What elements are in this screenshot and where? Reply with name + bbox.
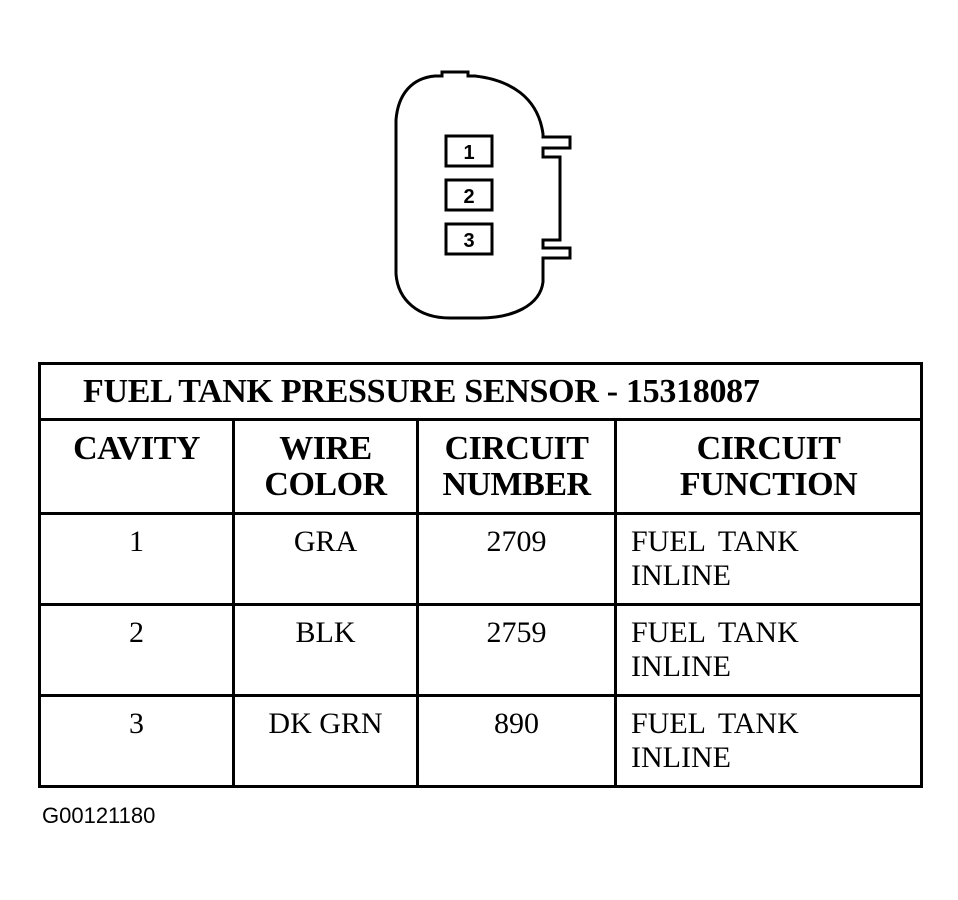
table-header-row: CAVITY WIRE COLOR CIRCUIT NUMBER CIRCUIT… bbox=[38, 418, 924, 515]
function-line-2: INLINE bbox=[631, 741, 731, 774]
figure-id: G00121180 bbox=[42, 803, 156, 828]
header-wire-color-line-1: WIRE bbox=[279, 430, 372, 467]
cell-wire-color: GRA bbox=[232, 512, 419, 606]
header-wire-color: WIRE COLOR bbox=[232, 418, 419, 515]
pin-cavity-3: 3 bbox=[444, 222, 494, 256]
header-circuit-function-line-2: FUNCTION bbox=[679, 466, 858, 503]
cell-circuit-function: FUEL TANK INLINE bbox=[613, 694, 924, 788]
cell-circuit-function: FUEL TANK INLINE bbox=[613, 603, 924, 697]
table-row: 3 DK GRN 890 FUEL TANK INLINE bbox=[38, 694, 924, 788]
cell-circuit-function: FUEL TANK INLINE bbox=[613, 512, 924, 606]
table-row: 1 GRA 2709 FUEL TANK INLINE bbox=[38, 512, 924, 606]
table-title-row: FUEL TANK PRESSURE SENSOR - 15318087 bbox=[37, 362, 924, 421]
pin-cavity-1: 1 bbox=[444, 134, 494, 168]
connector-outline bbox=[394, 70, 572, 320]
header-cavity: CAVITY bbox=[38, 418, 235, 515]
function-line-1: FUEL TANK bbox=[631, 525, 799, 558]
cell-circuit-number: 890 bbox=[416, 694, 617, 788]
cell-cavity: 1 bbox=[38, 512, 235, 606]
header-circuit-function: CIRCUIT FUNCTION bbox=[613, 418, 924, 515]
header-circuit-function-line-1: CIRCUIT bbox=[696, 430, 841, 467]
header-circuit-number-line-2: NUMBER bbox=[442, 466, 591, 503]
header-wire-color-line-2: COLOR bbox=[264, 466, 387, 503]
cell-cavity: 3 bbox=[38, 694, 235, 788]
cell-circuit-number: 2759 bbox=[416, 603, 617, 697]
pin-label-3: 3 bbox=[463, 230, 474, 252]
table-row: 2 BLK 2759 FUEL TANK INLINE bbox=[38, 603, 924, 697]
connector-diagram: 1 2 3 bbox=[394, 70, 572, 320]
pinout-table: FUEL TANK PRESSURE SENSOR - 15318087 CAV… bbox=[37, 362, 924, 788]
pin-cavity-2: 2 bbox=[444, 178, 494, 212]
header-circuit-number: CIRCUIT NUMBER bbox=[416, 418, 617, 515]
cell-circuit-number: 2709 bbox=[416, 512, 617, 606]
pin-label-1: 1 bbox=[463, 142, 474, 164]
function-line-2: INLINE bbox=[631, 650, 731, 683]
cell-wire-color: BLK bbox=[232, 603, 419, 697]
function-line-1: FUEL TANK bbox=[631, 616, 799, 649]
header-cavity-line-1: CAVITY bbox=[73, 430, 200, 467]
function-line-1: FUEL TANK bbox=[631, 707, 799, 740]
cell-cavity: 2 bbox=[38, 603, 235, 697]
table-title: FUEL TANK PRESSURE SENSOR - 15318087 bbox=[37, 362, 924, 421]
cell-wire-color: DK GRN bbox=[232, 694, 419, 788]
header-circuit-number-line-1: CIRCUIT bbox=[444, 430, 589, 467]
pin-label-2: 2 bbox=[463, 186, 474, 208]
function-line-2: INLINE bbox=[631, 559, 731, 592]
